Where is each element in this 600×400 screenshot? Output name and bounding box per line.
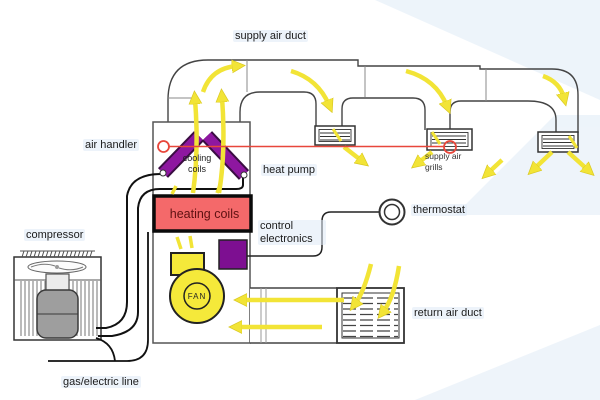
airflow-dashes: [170, 128, 579, 250]
label-heating-coils: heating coils: [169, 206, 240, 221]
label-thermostat: thermostat: [411, 204, 467, 216]
label-air-handler: air handler: [83, 139, 139, 151]
airflow-arrow: [542, 73, 564, 98]
airflow-arrow: [534, 150, 554, 169]
label-gas-electric-line: gas/electric line: [61, 376, 141, 388]
airflow-arrow: [290, 68, 329, 105]
compressor-unit: [13, 250, 102, 341]
airflow-arrow: [488, 158, 504, 173]
background-tint: [375, 0, 600, 400]
airflow-arrow: [200, 66, 237, 93]
airflow-arrow: [219, 97, 223, 194]
control-electronics-box: [218, 239, 248, 270]
supply-grille-1: [314, 125, 356, 146]
label-heat-pump: heat pump: [261, 164, 317, 176]
refrigerant-pipes: [96, 173, 244, 337]
airflow-arrow: [193, 99, 197, 194]
thermostat-dial: [378, 198, 406, 226]
cooling-coils: [157, 131, 250, 180]
supply-grille-2: [426, 128, 473, 151]
compressor-top-coil: [20, 250, 95, 258]
heating-coils-box: [152, 194, 253, 233]
fan-blower: FAN: [169, 252, 225, 324]
airflow-arrow: [383, 265, 402, 312]
supply-air-grilles: [314, 125, 579, 153]
red-reference-line: [157, 140, 457, 154]
label-control-electronics: control electronics: [258, 220, 326, 245]
fan-label: FAN: [188, 292, 207, 301]
airflow-arrow: [355, 263, 374, 304]
airflow-arrow: [566, 150, 588, 170]
gas-electric-pipes: [48, 232, 149, 362]
label-supply-air-grills: supply air grills: [425, 151, 462, 172]
compressor-fan: [27, 260, 87, 274]
label-cooling-coils: cooling coils: [182, 153, 212, 174]
return-air-grille: [336, 287, 405, 344]
return-air-duct-body: [250, 287, 405, 344]
airflow-arrow: [418, 150, 434, 163]
airflow-arrow: [405, 68, 447, 106]
label-supply-air-duct: supply air duct: [233, 30, 308, 42]
label-compressor: compressor: [24, 229, 86, 241]
airflow-arrows: [193, 66, 588, 327]
label-return-air-duct: return air duct: [412, 307, 484, 319]
airflow-arrow: [342, 145, 362, 161]
